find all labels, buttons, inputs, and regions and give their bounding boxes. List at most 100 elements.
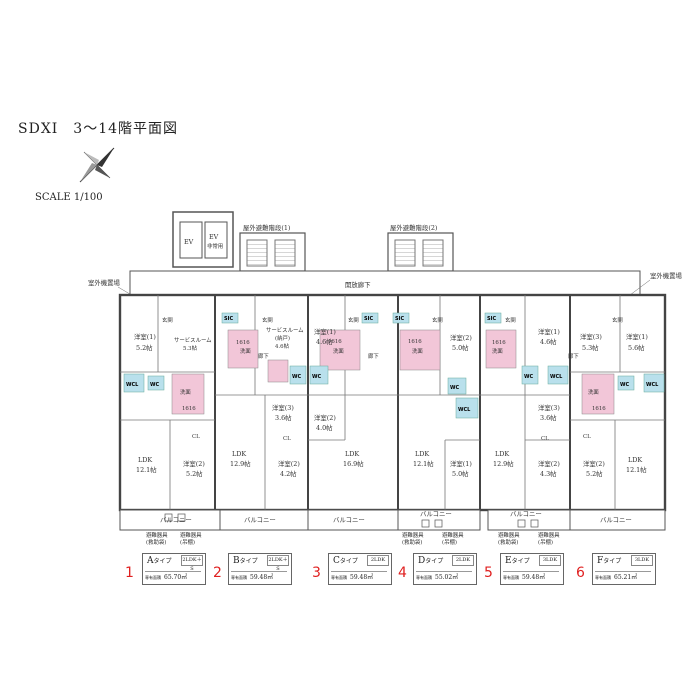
evac-hatches (164, 513, 539, 528)
svg-text:SIC: SIC (487, 316, 496, 322)
ev-label-1: EV (184, 238, 194, 246)
balcony-labels: バルコニー バルコニー バルコニー バルコニー バルコニー バルコニー (160, 510, 632, 524)
svg-text:洋室(2): 洋室(2) (183, 459, 205, 468)
svg-text:洋室(2): 洋室(2) (314, 413, 336, 422)
svg-text:洋室(2): 洋室(2) (583, 459, 605, 468)
svg-text:5.6帖: 5.6帖 (628, 343, 645, 352)
stair-2-label: 屋外避難階段(2) (390, 223, 437, 232)
unit-number-5: 5 (484, 565, 493, 581)
svg-text:バルコニー: バルコニー (160, 516, 192, 524)
svg-text:4.6帖: 4.6帖 (275, 342, 290, 350)
evac-labels: 避難器具 (救助袋) 避難器具 (吊棚) 避難器具 (救助袋) 避難器具 (吊棚… (146, 531, 560, 546)
svg-text:LDK: LDK (415, 450, 429, 458)
svg-text:LDK: LDK (495, 450, 509, 458)
page-title: SDXI 3〜14階平面図 (18, 121, 179, 137)
svg-text:WC: WC (524, 374, 534, 380)
outdoor-unit-left-label: 室外機置場 (88, 278, 121, 287)
svg-text:12.9帖: 12.9帖 (493, 459, 514, 468)
svg-text:玄関: 玄関 (612, 316, 623, 324)
svg-text:避難器具: 避難器具 (442, 531, 464, 539)
svg-text:バルコニー: バルコニー (333, 516, 365, 524)
svg-text:1616: 1616 (236, 340, 250, 346)
svg-text:CL: CL (541, 436, 549, 442)
svg-text:4.0帖: 4.0帖 (316, 423, 333, 432)
svg-text:洋室(2): 洋室(2) (538, 459, 560, 468)
svg-text:12.9帖: 12.9帖 (230, 459, 251, 468)
svg-text:廊下: 廊下 (568, 352, 579, 360)
outdoor-stair-1: 屋外避難階段(1) (239, 223, 306, 272)
svg-text:5.2帖: 5.2帖 (186, 469, 203, 478)
bath-labels: 洗面 洗面 洗面 洗面 洗面 洗面 1616 1616 1616 1616 16… (180, 339, 606, 412)
svg-text:WC: WC (312, 374, 322, 380)
svg-text:避難器具: 避難器具 (498, 531, 520, 539)
svg-text:1616: 1616 (182, 406, 196, 412)
svg-text:CL: CL (192, 434, 200, 440)
svg-text:バルコニー: バルコニー (420, 510, 452, 518)
closet-areas (123, 312, 665, 419)
svg-text:1616: 1616 (328, 339, 342, 345)
svg-text:洋室(1): 洋室(1) (538, 327, 560, 336)
svg-text:5.2帖: 5.2帖 (586, 469, 603, 478)
svg-text:LDK: LDK (628, 456, 642, 464)
svg-text:(救助袋): (救助袋) (146, 538, 166, 546)
svg-text:(救助袋): (救助袋) (402, 538, 422, 546)
svg-text:5.3帖: 5.3帖 (582, 343, 599, 352)
unit-e-rooms: 洋室(1) 4.6帖 洋室(3) 3.6帖 LDK 12.9帖 洋室(2) 4.… (493, 327, 560, 478)
svg-text:16.9帖: 16.9帖 (343, 459, 364, 468)
svg-text:玄関: 玄関 (162, 316, 173, 324)
stair-1-label: 屋外避難階段(1) (243, 223, 290, 232)
svg-text:洋室(1): 洋室(1) (450, 459, 472, 468)
svg-text:CL: CL (583, 434, 591, 440)
svg-text:洋室(2): 洋室(2) (450, 333, 472, 342)
svg-text:洋室(2): 洋室(2) (278, 459, 300, 468)
svg-text:(救助袋): (救助袋) (498, 538, 518, 546)
svg-text:WCL: WCL (458, 407, 471, 413)
svg-text:WC: WC (150, 382, 160, 388)
svg-text:洗面: 洗面 (180, 388, 191, 396)
svg-text:WC: WC (620, 382, 630, 388)
wet-areas (171, 329, 615, 415)
svg-text:SIC: SIC (364, 316, 373, 322)
svg-text:3.6帖: 3.6帖 (275, 413, 292, 422)
svg-text:4.3帖: 4.3帖 (540, 469, 557, 478)
svg-text:洋室(3): 洋室(3) (538, 403, 560, 412)
svg-text:1616: 1616 (492, 340, 506, 346)
svg-text:WCL: WCL (550, 374, 563, 380)
svg-text:12.1帖: 12.1帖 (136, 465, 157, 474)
svg-text:3.6帖: 3.6帖 (540, 413, 557, 422)
unit-c-rooms: 洋室(1) 4.6帖 洋室(2) 4.0帖 LDK 16.9帖 (314, 327, 364, 468)
svg-text:5.2帖: 5.2帖 (136, 343, 153, 352)
scale-label: SCALE 1/100 (35, 192, 103, 203)
svg-text:玄関: 玄関 (505, 316, 516, 324)
svg-text:WC: WC (450, 385, 460, 391)
unit-b-rooms: サービスルーム (納戸) 4.6帖 洋室(3) 3.6帖 LDK 12.9帖 洋… (230, 326, 304, 478)
svg-text:4.6帖: 4.6帖 (540, 337, 557, 346)
svg-text:(納戸): (納戸) (275, 334, 290, 342)
unit-number-1: 1 (125, 565, 134, 581)
svg-text:4.2帖: 4.2帖 (280, 469, 297, 478)
svg-text:避難器具: 避難器具 (180, 531, 202, 539)
outdoor-stair-2: 屋外避難階段(2) (387, 223, 454, 272)
unit-number-6: 6 (576, 565, 585, 581)
unit-number-4: 4 (398, 565, 407, 581)
svg-text:5.3帖: 5.3帖 (183, 344, 198, 352)
svg-text:玄関: 玄関 (348, 316, 359, 324)
svg-text:LDK: LDK (138, 456, 152, 464)
svg-text:廊下: 廊下 (258, 352, 269, 360)
svg-text:(吊棚): (吊棚) (538, 538, 553, 546)
svg-text:避難器具: 避難器具 (402, 531, 424, 539)
svg-text:洋室(3): 洋室(3) (580, 332, 602, 341)
svg-text:1616: 1616 (408, 339, 422, 345)
svg-text:WC: WC (292, 374, 302, 380)
svg-text:洋室(1): 洋室(1) (134, 332, 156, 341)
svg-text:洋室(1): 洋室(1) (314, 327, 336, 336)
svg-text:洗面: 洗面 (588, 388, 599, 396)
svg-text:1616: 1616 (592, 406, 606, 412)
unit-a-rooms: 洋室(1) 5.2帖 サービスルーム 5.3帖 LDK 12.1帖 洋室(2) … (134, 332, 212, 478)
